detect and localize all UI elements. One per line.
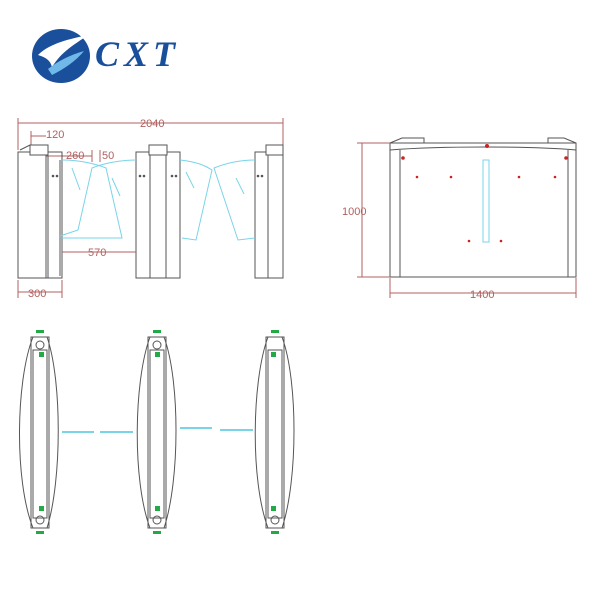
top-view-indicators: [36, 330, 279, 534]
front-view: [17, 118, 284, 298]
dim-offset-b: 50: [102, 150, 114, 162]
brand-name: CXT: [95, 34, 181, 74]
dim-side-height: 1000: [342, 206, 366, 218]
brand-logo: [30, 25, 190, 85]
dim-cabinet-width: 120: [46, 129, 64, 141]
dim-base-width: 300: [28, 288, 46, 300]
side-view: [357, 137, 577, 298]
top-view: [19, 336, 295, 529]
dim-total-width: 2040: [140, 118, 164, 130]
dim-offset-a: 260: [66, 150, 84, 162]
dim-side-width: 1400: [470, 289, 494, 301]
dim-passage-width: 570: [88, 247, 106, 259]
logo-emblem-icon: [32, 29, 90, 83]
top-view-glass: [62, 427, 253, 433]
